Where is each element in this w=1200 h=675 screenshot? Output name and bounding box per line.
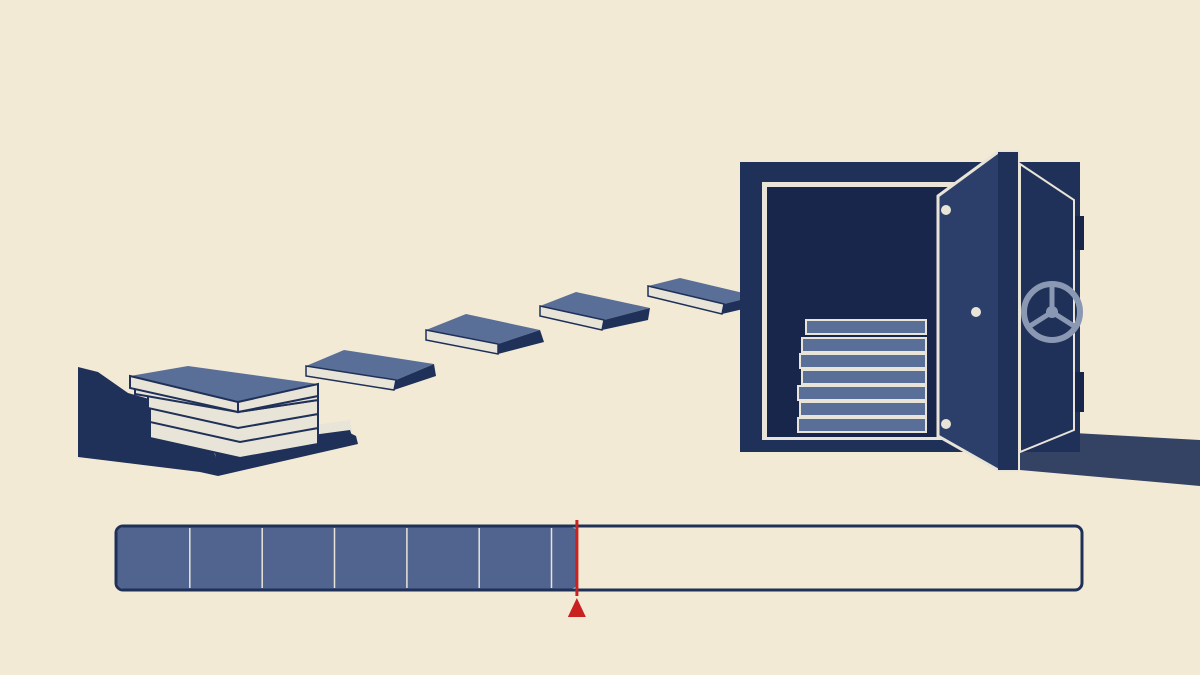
progress-fill: [117, 527, 577, 589]
book-icon: [799, 353, 927, 369]
dial-icon: [1021, 281, 1083, 343]
book-icon: [801, 369, 927, 385]
book-icon: [129, 366, 319, 414]
progress-bar: [114, 520, 1084, 617]
moving-books: [305, 278, 756, 391]
book-icon: [797, 417, 927, 433]
progress-marker-icon: [567, 520, 586, 617]
progress-segment-dividers: [189, 528, 553, 588]
book-icon: [647, 278, 756, 315]
safe-door: [936, 150, 1020, 472]
book-icon: [801, 337, 927, 353]
book-icon: [799, 401, 927, 417]
book-icon: [305, 350, 436, 391]
book-icon: [805, 319, 927, 335]
book-icon: [425, 314, 544, 355]
book-stack-destination: [797, 319, 927, 433]
book-icon: [539, 292, 650, 331]
book-icon: [797, 385, 927, 401]
book-stack-source: [129, 366, 319, 460]
